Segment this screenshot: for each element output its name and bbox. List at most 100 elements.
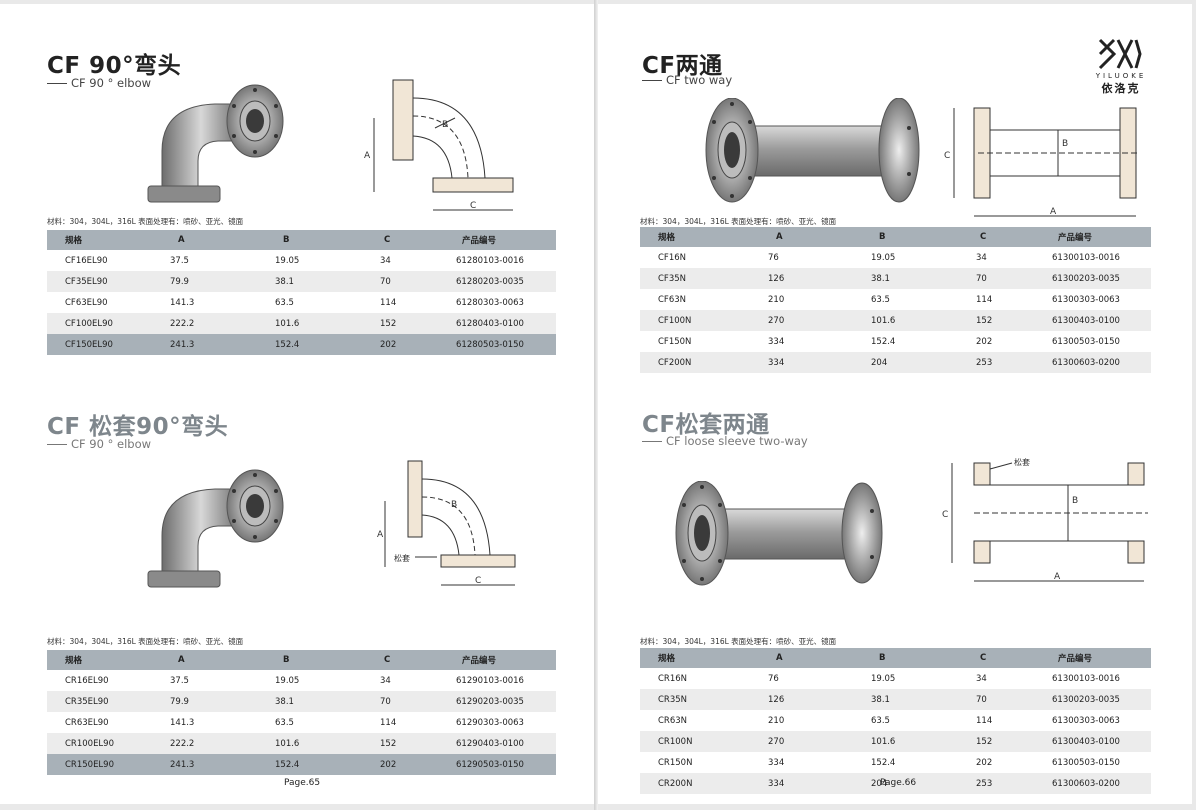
cell: 61280503-0150 — [452, 334, 556, 355]
cell: 34 — [958, 668, 1048, 689]
cell: 38.1 — [257, 691, 362, 712]
cell: 253 — [958, 352, 1048, 373]
cell: 19.05 — [853, 668, 958, 689]
dimension-a-label: A — [1050, 207, 1057, 217]
cell: 61300503-0150 — [1048, 752, 1151, 773]
two-way-product-photo — [705, 98, 920, 203]
cell: CR63N — [640, 710, 750, 731]
loose-two-way-technical-drawing: C B A 松套 — [942, 457, 1148, 582]
cell: 70 — [362, 691, 452, 712]
cell: 222.2 — [152, 313, 257, 334]
loose-elbow-technical-drawing: A B C 松套 — [377, 460, 516, 586]
section-cf-loose-two-way: CF松套两通 CF loose sleeve two-way — [598, 399, 1192, 804]
cell: CR100N — [640, 731, 750, 752]
header-c: C — [362, 230, 452, 250]
cell: 152 — [958, 731, 1048, 752]
material-note: 材料：304，304L，316L 表面处理有：喷砂、亚光、镜面 — [47, 637, 244, 646]
cell: 61290203-0035 — [452, 691, 556, 712]
header-a: A — [750, 227, 853, 247]
cell: 202 — [958, 331, 1048, 352]
loose-elbow-product-photo — [147, 469, 284, 588]
cell: 61300303-0063 — [1048, 710, 1151, 731]
cell: 63.5 — [257, 712, 362, 733]
cell: 61280403-0100 — [452, 313, 556, 334]
elbow-technical-drawing: A B C — [364, 79, 514, 211]
cell: 61300103-0016 — [1048, 668, 1151, 689]
cell: 270 — [750, 310, 853, 331]
page-gutter — [594, 0, 598, 810]
cell: 152 — [362, 313, 452, 334]
brand-logo: YILUOKE 依洛克 — [1086, 38, 1156, 96]
header-product-code: 产品编号 — [1048, 648, 1151, 668]
cell: CF35EL90 — [47, 271, 152, 292]
cell: 70 — [958, 689, 1048, 710]
section-subtitle: CF two way — [642, 73, 732, 87]
cell: 61300403-0100 — [1048, 310, 1151, 331]
header-b: B — [257, 650, 362, 670]
header-a: A — [152, 230, 257, 250]
cell: 204 — [853, 773, 958, 794]
cell: 38.1 — [257, 271, 362, 292]
cell: CR150EL90 — [47, 754, 152, 775]
cell: 61300303-0063 — [1048, 289, 1151, 310]
cell: CR16N — [640, 668, 750, 689]
sleeve-label: 松套 — [394, 553, 410, 563]
cell: 70 — [958, 268, 1048, 289]
cell: 141.3 — [152, 292, 257, 313]
cell: 61300203-0035 — [1048, 268, 1151, 289]
cell: 19.05 — [257, 670, 362, 691]
cell: 334 — [750, 352, 853, 373]
dimension-b-label: B — [442, 120, 448, 130]
cell: 101.6 — [257, 313, 362, 334]
header-product-code: 产品编号 — [1048, 227, 1151, 247]
cell: 61300503-0150 — [1048, 331, 1151, 352]
dimension-c-label: C — [944, 151, 950, 161]
cell: CR200N — [640, 773, 750, 794]
brand-logo-mark — [1098, 38, 1142, 70]
cell: 334 — [750, 331, 853, 352]
table-header-row: 规格 A B C 产品编号 — [640, 227, 1151, 247]
table-header-row: 规格 A B C 产品编号 — [640, 648, 1151, 668]
brand-name-cn: 依洛克 — [1101, 82, 1141, 95]
dimension-a-label: A — [1054, 572, 1061, 582]
section-title: CF 90°弯头 — [47, 53, 182, 79]
cell: 101.6 — [257, 733, 362, 754]
cell: 141.3 — [152, 712, 257, 733]
header-c: C — [958, 648, 1048, 668]
dimension-c-label: C — [475, 576, 481, 586]
cell: 19.05 — [853, 247, 958, 268]
page-number: Page.65 — [284, 778, 321, 788]
header-spec: 规格 — [640, 227, 750, 247]
two-way-technical-drawing: C B A — [944, 107, 1138, 217]
cell: 61280103-0016 — [452, 250, 556, 271]
cell: 101.6 — [853, 310, 958, 331]
material-note: 材料：304，304L，316L 表面处理有：喷砂、亚光、镜面 — [640, 217, 837, 226]
cell: 126 — [750, 268, 853, 289]
section-title: CF 松套90°弯头 — [47, 414, 229, 440]
cell: 34 — [362, 250, 452, 271]
cell: CR35N — [640, 689, 750, 710]
cell: 241.3 — [152, 334, 257, 355]
header-spec: 规格 — [47, 650, 152, 670]
section-subtitle: CF 90 ° elbow — [47, 437, 151, 451]
loose-two-way-product-photo — [675, 481, 883, 586]
cell: 101.6 — [853, 731, 958, 752]
cell: CR100EL90 — [47, 733, 152, 754]
cell: 76 — [750, 247, 853, 268]
cell: 202 — [362, 334, 452, 355]
cell: 61290103-0016 — [452, 670, 556, 691]
cell: 63.5 — [853, 289, 958, 310]
